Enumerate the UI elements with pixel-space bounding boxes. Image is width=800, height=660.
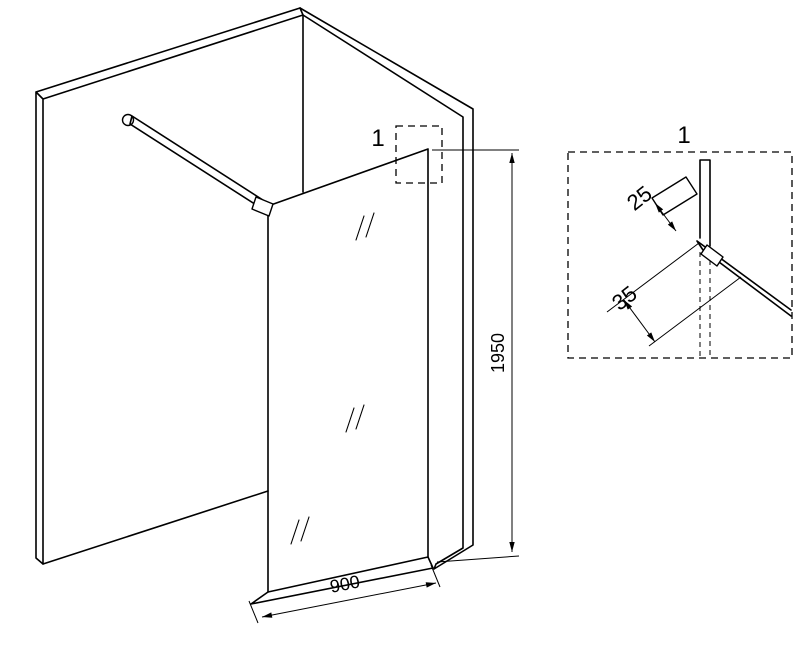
- dimension-35-label: 35: [607, 281, 642, 316]
- wall-profile-section: [651, 159, 711, 356]
- glass-panel: [250, 148, 434, 605]
- glass-reflection-marks: [290, 212, 375, 545]
- detail-callout-label: 1: [371, 125, 384, 152]
- detail-callout-box: [395, 125, 443, 184]
- dimension-height-label: 1950: [488, 333, 508, 373]
- right-wall: [299, 7, 474, 570]
- support-bar-glass-clamp: [251, 196, 274, 217]
- dimension-width: 900: [248, 564, 441, 624]
- support-bar: [121, 113, 274, 217]
- detail-callout: 1: [371, 125, 443, 184]
- floor-edge-line: [42, 490, 269, 565]
- glass-section: [696, 240, 792, 317]
- detail-view-border: [567, 151, 793, 359]
- dimension-height: 1950: [432, 149, 520, 563]
- detail-view-label: 1: [677, 122, 690, 149]
- glass-clamp-block: [700, 244, 724, 267]
- dimension-25-label: 25: [622, 181, 657, 216]
- profile-flange: [651, 176, 698, 216]
- detail-view: 1 25 35: [567, 122, 793, 359]
- dimension-width-label: 900: [328, 571, 361, 596]
- left-wall: [35, 7, 304, 565]
